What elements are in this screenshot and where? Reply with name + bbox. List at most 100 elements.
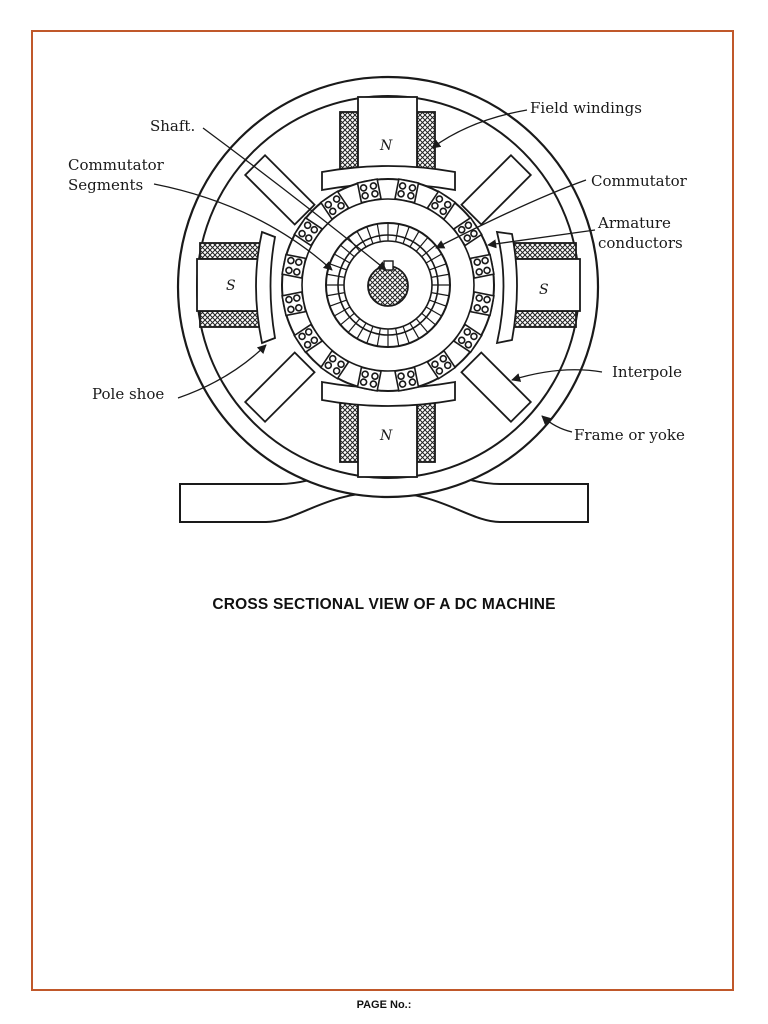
commutator-segment bbox=[347, 318, 361, 333]
commutator-segment bbox=[376, 223, 381, 242]
armature-conductor bbox=[463, 234, 472, 242]
commutator-segment bbox=[340, 312, 355, 326]
armature-conductor bbox=[398, 182, 407, 190]
armature-slot bbox=[469, 291, 495, 317]
armature-slot bbox=[281, 253, 307, 279]
commutator-segment bbox=[366, 326, 374, 344]
armature-conductor bbox=[457, 336, 466, 345]
commutator-segment bbox=[366, 226, 374, 244]
label-field-windings: Field windings bbox=[530, 99, 642, 117]
armature-conductor bbox=[292, 268, 301, 276]
commutator-segment bbox=[429, 299, 447, 307]
armature-conductor bbox=[473, 258, 482, 266]
label-commutator-segments-1: Commutator bbox=[68, 156, 165, 174]
armature-conductor bbox=[303, 340, 312, 349]
armature-conductor bbox=[464, 340, 473, 349]
commutator-segment bbox=[431, 273, 450, 278]
commutator-segment bbox=[429, 263, 447, 271]
armature-conductor bbox=[310, 225, 319, 234]
armature-conductor bbox=[285, 295, 293, 304]
pole-letter-right: S bbox=[539, 282, 549, 298]
armature-conductor bbox=[398, 380, 407, 388]
armature-conductor bbox=[285, 266, 293, 275]
label-armature-conductors-2: conductors bbox=[598, 234, 683, 252]
armature-conductor bbox=[407, 370, 415, 379]
commutator-segment bbox=[409, 231, 420, 248]
armature-conductor bbox=[470, 229, 478, 238]
armature-conductor bbox=[443, 361, 452, 370]
commutator-segment bbox=[409, 322, 420, 339]
armature-conductor bbox=[371, 372, 379, 381]
commutator-segment bbox=[326, 292, 345, 297]
label-interpole: Interpole bbox=[612, 363, 682, 381]
label-commutator-segments-2: Segments bbox=[68, 176, 143, 194]
armature-conductor bbox=[369, 380, 378, 388]
armature-conductor bbox=[328, 354, 337, 363]
figure-caption: CROSS SECTIONAL VIEW OF A DC MACHINE bbox=[212, 596, 556, 613]
armature-conductor bbox=[292, 294, 301, 302]
armature-conductor bbox=[470, 332, 478, 341]
main-pole-top bbox=[321, 96, 456, 192]
commutator-segment bbox=[395, 223, 400, 242]
label-pole-shoe: Pole shoe bbox=[92, 385, 164, 403]
pole-letter-left: S bbox=[226, 278, 236, 294]
commutator-segment bbox=[340, 244, 355, 258]
armature-conductor bbox=[483, 295, 491, 304]
armature-conductor bbox=[361, 370, 369, 379]
main-pole-bottom bbox=[321, 380, 456, 478]
armature-conductor bbox=[407, 191, 415, 200]
commutator-segment bbox=[425, 253, 442, 264]
commutator-segment bbox=[402, 226, 410, 244]
armature-slot bbox=[356, 178, 382, 204]
armature-conductor bbox=[464, 221, 473, 230]
armature-slot bbox=[394, 178, 420, 204]
main-pole-right bbox=[495, 230, 581, 345]
armature-conductor bbox=[408, 378, 417, 386]
armature-conductor bbox=[475, 294, 484, 302]
armature-conductor bbox=[298, 332, 306, 341]
leader-lines bbox=[153, 109, 603, 433]
armature-slot bbox=[394, 366, 420, 392]
armature-conductor bbox=[397, 189, 405, 198]
armature-conductor bbox=[481, 305, 489, 314]
armature-conductor bbox=[483, 266, 491, 275]
armature-conductor bbox=[431, 360, 439, 369]
page-border bbox=[31, 30, 734, 991]
pole-letter-bottom: N bbox=[379, 428, 393, 444]
armature-conductor bbox=[463, 328, 472, 336]
armature-conductor bbox=[304, 234, 313, 242]
armature-conductor bbox=[475, 268, 484, 276]
armature-conductor bbox=[310, 336, 319, 345]
armature-conductor bbox=[359, 378, 368, 386]
label-armature-conductors-1: Armature bbox=[597, 214, 671, 232]
armature-conductor bbox=[337, 360, 345, 369]
armature-conductor bbox=[294, 258, 303, 266]
commutator-segment bbox=[415, 237, 429, 252]
armature-conductor bbox=[397, 372, 405, 381]
commutator-segment bbox=[329, 299, 347, 307]
armature-conductor bbox=[337, 201, 345, 210]
commutator-segment bbox=[326, 273, 345, 278]
armature-conductor bbox=[439, 207, 448, 216]
commutator-segment bbox=[415, 318, 429, 333]
pole-letter-top: N bbox=[379, 138, 393, 154]
interpoles bbox=[243, 153, 533, 424]
commutator-segment bbox=[402, 326, 410, 344]
dc-machine-diagram: N N S S Shaft. Commutator Segments Field… bbox=[68, 75, 688, 523]
armature-conductor bbox=[294, 304, 303, 312]
armature-conductor bbox=[359, 184, 368, 192]
armature-conductor bbox=[328, 207, 337, 216]
armature-conductor bbox=[481, 256, 489, 265]
armature-conductor bbox=[371, 189, 379, 198]
label-frame-or-yoke: Frame or yoke bbox=[574, 426, 685, 444]
armature-conductor bbox=[361, 191, 369, 200]
armature-conductor bbox=[332, 195, 341, 203]
armature-conductor bbox=[457, 225, 466, 234]
armature-conductor bbox=[287, 256, 295, 265]
armature-conductor bbox=[324, 200, 333, 209]
commutator-segment bbox=[356, 322, 367, 339]
armature-conductor bbox=[435, 195, 444, 203]
commutator-segment bbox=[395, 328, 400, 347]
armature-conductor bbox=[324, 361, 333, 370]
commutator-segment bbox=[334, 253, 351, 264]
